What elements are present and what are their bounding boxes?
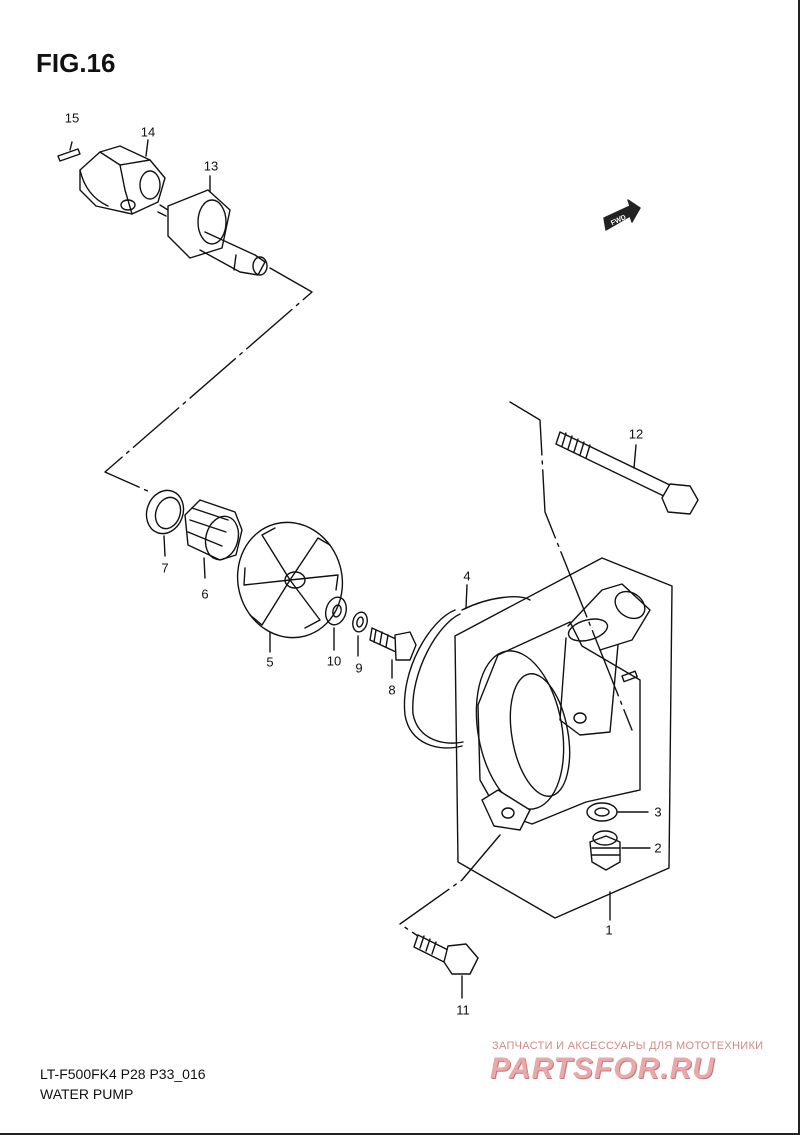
callout-8: 8 [388,682,396,698]
callout-4: 4 [463,568,471,584]
callout-7: 7 [161,560,169,576]
part-3-washer[interactable] [586,802,649,822]
callout-3: 3 [654,804,662,820]
part-10-washer[interactable] [323,595,350,651]
callout-13: 13 [203,158,219,174]
figure-title: FIG.16 [36,48,116,78]
callout-14: 14 [140,124,156,140]
part-1-pump-housing[interactable] [454,557,673,921]
diagram-name: WATER PUMP [40,1086,134,1102]
callout-2: 2 [654,840,662,856]
callout-6: 6 [201,586,209,602]
part-15-pin[interactable] [57,141,81,162]
part-9-washer[interactable] [351,611,370,657]
part-11-flange-bolt[interactable] [413,934,479,999]
part-12-long-bolt[interactable] [555,431,699,515]
part-8-bolt[interactable] [369,627,417,679]
callout-5: 5 [266,654,274,670]
part-7-ring[interactable] [141,485,190,557]
watermark-tagline: ЗАПЧАСТИ И АКСЕССУАРЫ ДЛЯ МОТОТЕХНИКИ [492,1040,764,1052]
callout-1: 1 [605,922,613,938]
callout-11: 11 [456,1002,470,1018]
callout-15: 15 [64,110,80,126]
model-code: LT-F500FK4 P28 P33_016 [40,1066,206,1082]
callout-9: 9 [355,660,363,676]
part-5-impeller[interactable] [225,511,355,653]
watermark-logo: PARTSFOR.RU [490,1052,715,1085]
part-6-seal[interactable] [184,499,243,579]
callout-10: 10 [326,653,342,669]
part-14-coupling[interactable] [79,139,166,215]
callout-12: 12 [628,426,644,442]
part-13-shaft[interactable] [157,175,268,276]
part-2-drain-plug[interactable] [589,830,651,871]
fwd-arrow-icon [603,199,641,231]
